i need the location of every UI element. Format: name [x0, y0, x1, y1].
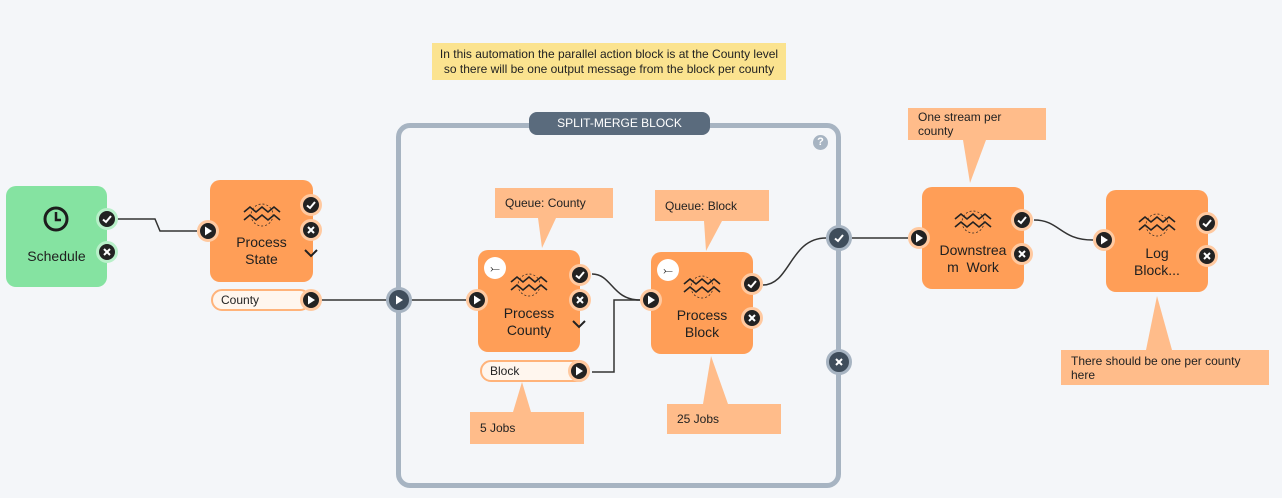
check-icon — [306, 201, 316, 210]
logo-icon — [243, 203, 281, 227]
note-queue-block: Queue: Block — [655, 190, 769, 221]
process-state-node[interactable]: Process State — [210, 180, 313, 282]
process-block-success-port[interactable] — [741, 273, 763, 295]
close-icon — [1018, 250, 1026, 258]
schedule-node[interactable]: Schedule — [6, 186, 107, 287]
process-county-input-port[interactable] — [466, 289, 488, 311]
process-block-input-port[interactable] — [640, 289, 662, 311]
process-block-node[interactable]: ⤚ Process Block — [651, 252, 753, 354]
note-one-per-county: There should be one per county here — [1061, 350, 1269, 385]
banner-line-1: In this automation the parallel action b… — [439, 47, 779, 61]
log-block-label-1: Log — [1145, 245, 1169, 261]
log-block-error-port[interactable] — [1196, 245, 1218, 267]
schedule-error-port[interactable] — [96, 241, 118, 263]
process-state-label-1: Process — [236, 234, 287, 250]
chevron-down-icon[interactable] — [570, 318, 588, 330]
process-state-error-port[interactable] — [300, 219, 322, 241]
close-icon — [748, 314, 756, 322]
block-field[interactable]: Block — [480, 360, 590, 382]
info-banner: In this automation the parallel action b… — [432, 43, 786, 80]
note-queue-county: Queue: County — [495, 188, 613, 218]
process-county-label-2: County — [506, 322, 552, 338]
play-icon — [648, 295, 655, 305]
process-block-error-port[interactable] — [741, 307, 763, 329]
log-block-label-2: Block... — [1134, 262, 1180, 278]
process-state-success-port[interactable] — [300, 194, 322, 216]
split-icon: ⤚ — [484, 257, 506, 279]
split-merge-input-port[interactable] — [386, 287, 412, 313]
check-icon — [1202, 219, 1212, 228]
downstream-work-label-2: m Work — [947, 259, 999, 275]
logo-icon — [683, 275, 721, 299]
log-block-input-port[interactable] — [1093, 229, 1115, 251]
county-output-port[interactable] — [300, 289, 322, 311]
process-county-success-port[interactable] — [569, 264, 591, 286]
note-25-jobs: 25 Jobs — [667, 404, 781, 434]
schedule-label: Schedule — [27, 248, 86, 264]
downstream-work-label-1: Downstrea — [939, 242, 1007, 258]
log-block-node[interactable]: Log Block... — [1106, 190, 1208, 292]
process-state-input-port[interactable] — [197, 220, 219, 242]
log-block-success-port[interactable] — [1196, 212, 1218, 234]
downstream-work-error-port[interactable] — [1011, 243, 1033, 265]
play-icon — [916, 233, 923, 243]
check-icon — [834, 234, 844, 243]
banner-line-2: so there will be one output message from… — [443, 62, 775, 76]
process-block-label-2: Block — [684, 324, 720, 340]
logo-icon — [1138, 213, 1176, 237]
play-icon — [1101, 235, 1108, 245]
clock-icon — [43, 206, 69, 232]
check-icon — [102, 215, 112, 224]
downstream-work-success-port[interactable] — [1011, 209, 1033, 231]
note-one-stream: One stream per county — [908, 108, 1046, 140]
check-icon — [575, 271, 585, 280]
play-icon — [396, 295, 403, 305]
downstream-work-node[interactable]: Downstrea m Work — [922, 187, 1024, 289]
process-county-node[interactable]: ⤚ Process County — [478, 250, 580, 352]
close-icon — [307, 226, 315, 234]
close-icon — [1203, 252, 1211, 260]
play-icon — [308, 295, 315, 305]
split-merge-success-port[interactable] — [826, 225, 852, 251]
process-county-label-1: Process — [503, 305, 555, 321]
logo-icon — [510, 273, 548, 297]
split-merge-title: SPLIT-MERGE BLOCK — [529, 112, 710, 135]
process-state-label-2: State — [245, 251, 278, 267]
help-icon[interactable]: ? — [813, 135, 828, 150]
downstream-work-input-port[interactable] — [908, 227, 930, 249]
note-5-jobs: 5 Jobs — [470, 412, 584, 444]
close-icon — [103, 248, 111, 256]
split-icon: ⤚ — [657, 259, 679, 281]
logo-icon — [954, 210, 992, 234]
check-icon — [747, 280, 757, 289]
play-icon — [576, 366, 583, 376]
schedule-success-port[interactable] — [96, 208, 118, 230]
close-icon — [835, 358, 843, 366]
close-icon — [576, 296, 584, 304]
block-output-port[interactable] — [568, 360, 590, 382]
county-field[interactable]: County — [211, 289, 311, 311]
process-block-label-1: Process — [676, 307, 728, 323]
split-merge-error-port[interactable] — [826, 349, 852, 375]
check-icon — [1017, 216, 1027, 225]
process-county-error-port[interactable] — [569, 289, 591, 311]
play-icon — [205, 226, 212, 236]
play-icon — [474, 295, 481, 305]
chevron-down-icon[interactable] — [302, 247, 320, 259]
